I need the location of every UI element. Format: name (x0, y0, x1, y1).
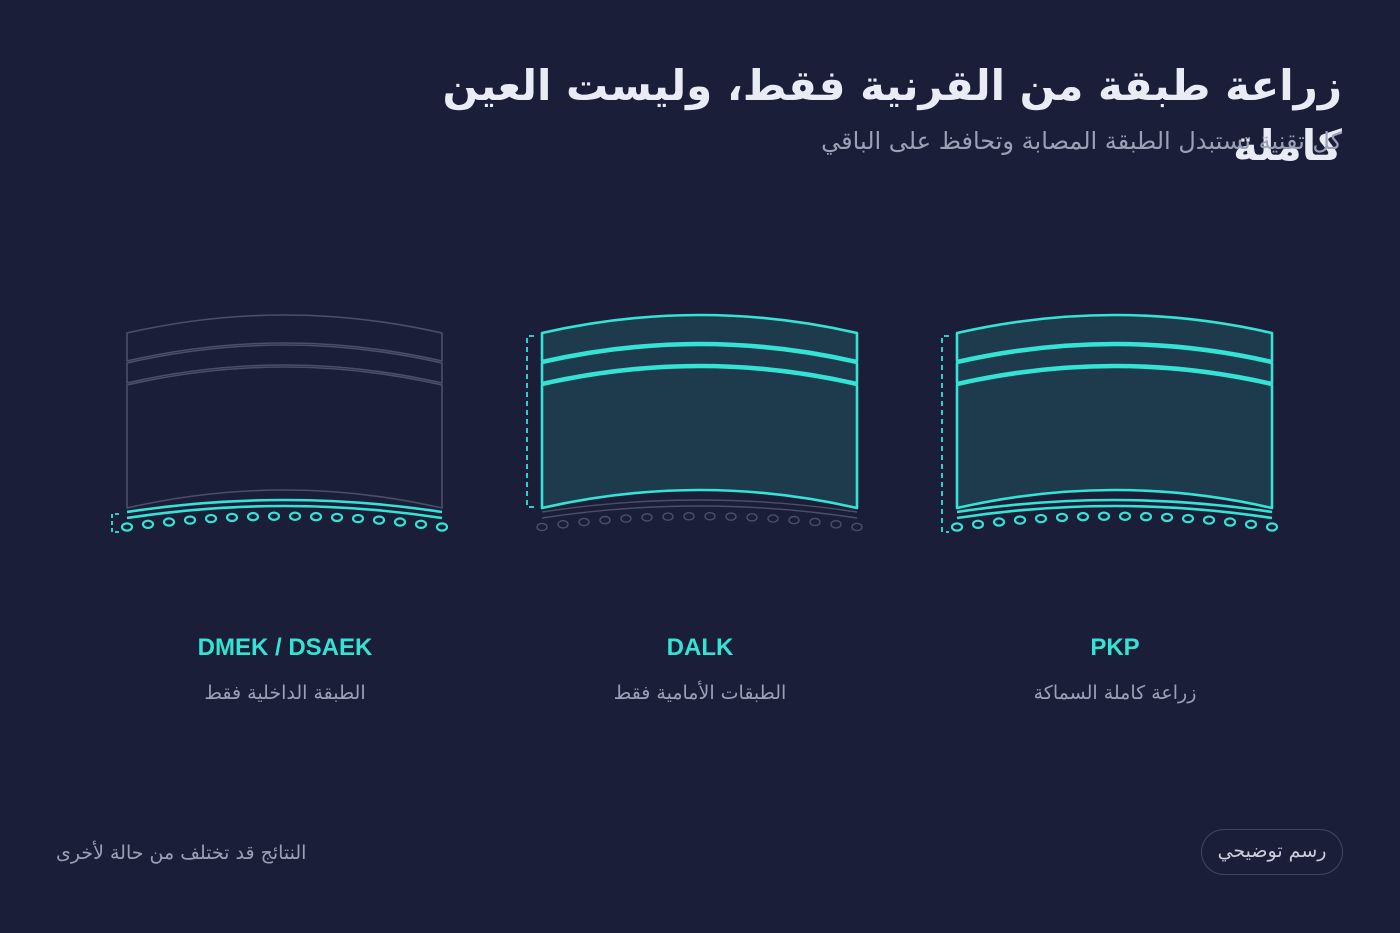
layer-descemet-1 (126, 498, 443, 514)
endothelial-cell (620, 514, 632, 523)
endothelial-cell (330, 512, 344, 523)
endothelial-cell (1223, 517, 1237, 527)
page-subtitle: كل تقنية تستبدل الطبقة المصابة وتحافظ عل… (821, 127, 1342, 155)
endothelial-cell (830, 520, 842, 529)
endothelial-cell (1013, 515, 1027, 525)
endothelial-cell (557, 520, 569, 529)
endothelial-cell (1265, 522, 1279, 532)
endothelial-cell (1181, 513, 1195, 524)
extent-indicator (526, 335, 534, 508)
diagram-dalk (520, 300, 880, 550)
endothelial-cell (1244, 519, 1258, 530)
endothelial-cell (351, 513, 365, 524)
layer-stroma (540, 365, 859, 510)
layer-descemet-2 (956, 504, 1273, 520)
endothelial-cell (288, 511, 302, 521)
layer-descemet-1 (956, 498, 1273, 514)
endothelial-cell (1097, 511, 1111, 521)
endothelial-cell (435, 522, 449, 532)
endothelial-cell (1139, 511, 1153, 522)
diagram-dmek (105, 300, 465, 550)
endothelial-cell (725, 512, 737, 521)
extent-indicator (111, 513, 119, 533)
panel-label-dalk: DALK (666, 634, 734, 661)
endothelial-cell (141, 519, 155, 530)
layer-bowman (540, 343, 859, 385)
endothelial-cell (183, 515, 197, 525)
endothelial-cell (662, 512, 674, 521)
layer-descemet-1 (541, 499, 858, 513)
endothelial-cell (641, 513, 653, 522)
layer-stroma (955, 365, 1274, 510)
endothelial-cell (372, 515, 386, 525)
diagram-pkp (935, 300, 1295, 550)
endothelial-cell (788, 515, 800, 525)
layer-front (955, 313, 1274, 363)
endothelial-cell (578, 517, 590, 527)
endothelial-cell (414, 519, 428, 530)
endothelial-cell (1160, 512, 1174, 523)
panel-caption-dmek: الطبقة الداخلية فقط (204, 682, 366, 704)
endothelial-cell (992, 517, 1006, 527)
footnote: النتائج قد تختلف من حالة لأخرى (56, 842, 307, 864)
panel-label-pkp: PKP (1090, 634, 1140, 661)
layer-descemet-2 (126, 504, 443, 520)
panel-label-dmek: DMEK / DSAEK (197, 634, 373, 661)
endothelial-cell (809, 517, 821, 527)
endothelial-cell (1076, 511, 1090, 522)
endothelial-cell (971, 519, 985, 530)
endothelial-cell (393, 517, 407, 527)
layer-bowman (955, 343, 1274, 385)
endothelial-cell (162, 517, 176, 527)
layer-front (126, 314, 443, 362)
panel-caption-dalk: الطبقات الأمامية فقط (613, 682, 787, 704)
layer-bowman (126, 344, 443, 384)
endothelial-cell (1118, 511, 1132, 521)
endothelial-cell (204, 513, 218, 524)
endothelial-cell (1055, 512, 1069, 523)
endothelial-cell (746, 513, 758, 522)
endothelial-cell (767, 514, 779, 523)
layer-stroma (126, 366, 443, 509)
endothelial-cell (536, 522, 548, 532)
endothelial-cell (950, 522, 964, 532)
endothelial-cell (225, 512, 239, 523)
page-title: زراعة طبقة من القرنية فقط، وليست العين ك… (442, 61, 1342, 170)
endothelial-cell (309, 511, 323, 522)
endothelial-cell (1202, 515, 1216, 525)
endothelial-cell (1034, 513, 1048, 524)
endothelial-cell (704, 511, 716, 521)
endothelial-cell (851, 522, 863, 532)
illustration-badge: رسم توضيحي (1201, 829, 1343, 875)
extent-indicator (941, 335, 949, 533)
layer-descemet-2 (541, 505, 858, 519)
endothelial-cell (120, 522, 134, 532)
endothelial-cell (683, 511, 695, 521)
layer-front (540, 313, 859, 363)
endothelial-cell (246, 511, 260, 522)
panel-caption-pkp: زراعة كاملة السماكة (1033, 682, 1197, 704)
endothelial-cell (267, 511, 281, 521)
endothelial-cell (599, 515, 611, 525)
